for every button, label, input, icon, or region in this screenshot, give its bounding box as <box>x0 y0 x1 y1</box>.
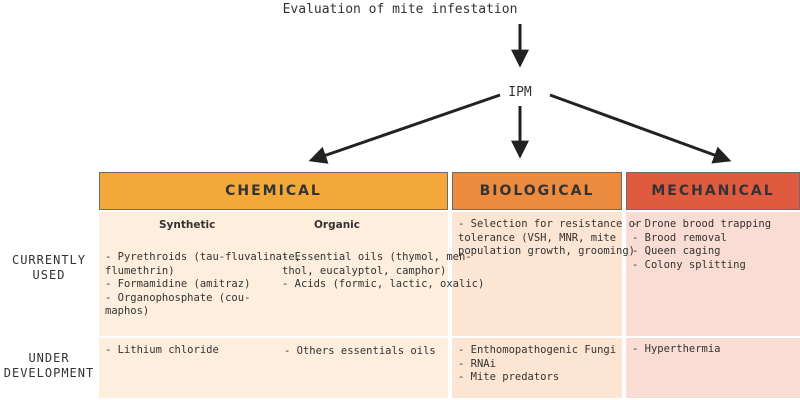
biological-dev-list: - Enthomopathogenic Fungi - RNAi - Mite … <box>458 344 617 383</box>
biological-current-list: - Selection for resistance or tolerance … <box>458 218 642 257</box>
chemical-dev-synthetic-list: - Lithium chloride <box>105 344 219 356</box>
row-label-currently-used: CURRENTLY USED <box>11 253 87 282</box>
chemical-current-synthetic-list: - Pyrethroids (tau-fluvalinate, flumethr… <box>105 251 301 317</box>
chemical-organic-heading: Organic <box>314 219 361 231</box>
cell-mechanical-current <box>626 212 800 336</box>
header-chemical: CHEMICAL <box>99 172 448 210</box>
header-mechanical: MECHANICAL <box>626 172 800 210</box>
cell-chemical-current <box>99 212 448 336</box>
cell-biological-dev <box>452 338 622 398</box>
mechanical-current-list: - Drone brood trapping - Brood removal -… <box>632 218 772 271</box>
arrow-ipm-to-mechanical <box>549 93 732 164</box>
ipm-node: IPM <box>508 85 532 100</box>
chemical-synthetic-heading: Synthetic <box>159 219 216 231</box>
arrow-ipm-to-chemical <box>308 93 501 164</box>
cell-biological-current <box>452 212 622 336</box>
diagram-title: Evaluation of mite infestation <box>282 2 518 17</box>
mechanical-dev-list: - Hyperthermia <box>632 343 721 355</box>
chemical-dev-organic-list: - Others essentials oils <box>284 345 436 357</box>
cell-mechanical-dev <box>626 338 800 398</box>
row-label-under-development: UNDER DEVELOPMENT <box>3 351 95 380</box>
cell-chemical-dev <box>99 338 448 398</box>
chemical-current-organic-list: - Essential oils (thymol, men- thol, euc… <box>282 251 485 290</box>
header-biological: BIOLOGICAL <box>452 172 622 210</box>
